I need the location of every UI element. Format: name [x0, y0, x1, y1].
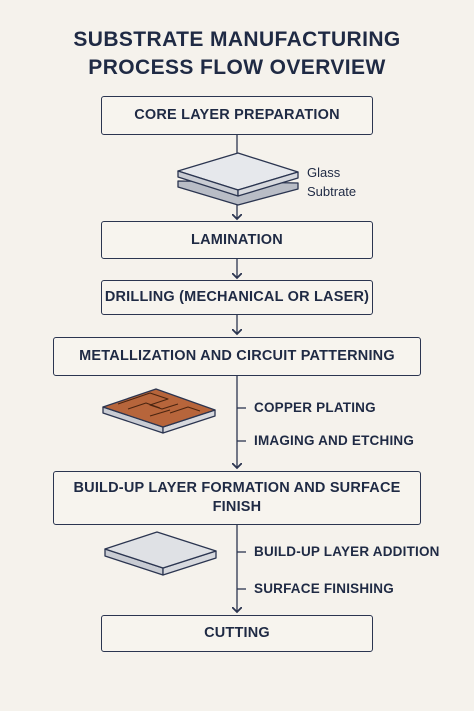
annotation-buildup-addition: BUILD-UP LAYER ADDITION	[254, 544, 440, 559]
glass-label-line-2: Subtrate	[307, 184, 357, 199]
annotation-copper-plating: COPPER PLATING	[254, 400, 376, 415]
title-line-2: PROCESS FLOW OVERVIEW	[88, 56, 386, 79]
glass-substrate-label: Glass Subtrate	[307, 163, 356, 201]
step-metallization: METALLIZATION AND CIRCUIT PATTERNING	[53, 337, 421, 376]
glass-substrate-illustration	[177, 152, 299, 206]
annotation-surface-finishing: SURFACE FINISHING	[254, 581, 394, 596]
step-lamination: LAMINATION	[101, 221, 373, 259]
buildup-panel-illustration	[104, 531, 217, 576]
glass-label-line-1: Glass	[307, 165, 341, 180]
step-drilling: DRILLING (MECHANICAL OR LASER)	[101, 280, 373, 315]
diagram-title: SUBSTRATE MANUFACTURING PROCESS FLOW OVE…	[0, 26, 474, 82]
step-buildup-surface-finish: BUILD-UP LAYER FORMATION AND SURFACE FIN…	[53, 471, 421, 525]
title-line-1: SUBSTRATE MANUFACTURING	[73, 28, 401, 51]
copper-board-illustration	[102, 388, 216, 434]
annotation-imaging-etching: IMAGING AND ETCHING	[254, 433, 415, 448]
step-cutting: CUTTING	[101, 615, 373, 652]
step-core-layer-preparation: CORE LAYER PREPARATION	[101, 96, 373, 135]
